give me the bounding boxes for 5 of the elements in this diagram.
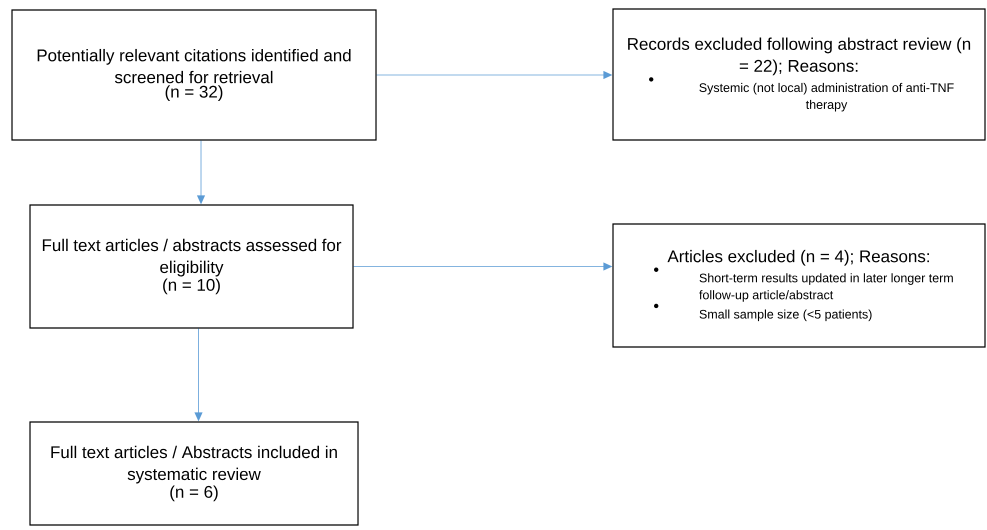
process-box: Articles excluded (n = 4); Reasons: Short-term results updated in later longer term follow-up article/abstract Small sample size (<5 patients) [612,223,986,348]
process-box: Full text articles / Abstracts included in systematic review (n = 6) [29,421,359,526]
process-box: Potentially relevant citations identified and screened for retrieval (n = 32) [11,9,377,141]
process-box: Full text articles / abstracts assessed for eligibility (n = 10) [29,204,354,329]
process-box: Records excluded following abstract review (n = 22); Reasons: Systemic (not local) administration of anti-TNF therapy [612,8,986,141]
